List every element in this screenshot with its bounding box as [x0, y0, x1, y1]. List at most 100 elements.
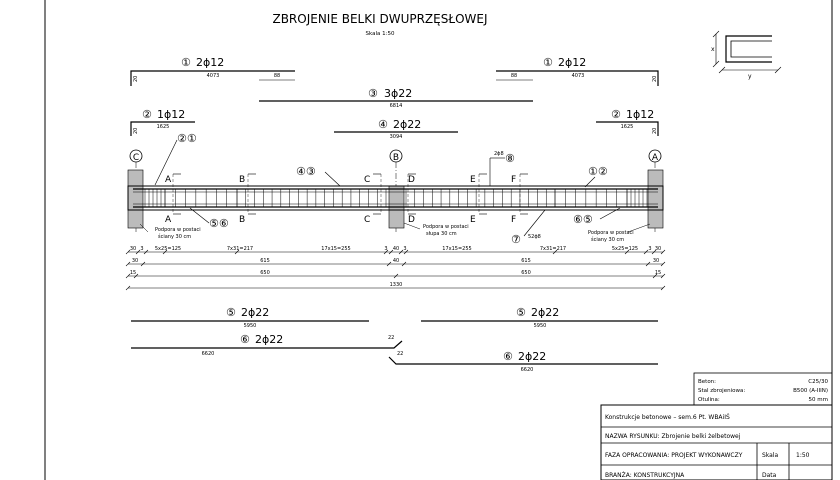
drawing-line [140, 261, 146, 267]
drawing-line [383, 249, 389, 255]
dimension-row-2: 30 615 40 615 30 [125, 258, 666, 267]
svg-text:615: 615 [260, 258, 270, 264]
steel-label: Stal zbrojeniowa: [698, 388, 745, 394]
drawing-line [388, 249, 394, 255]
section-d-top: D [408, 175, 415, 185]
section-c-bottom: C [364, 215, 370, 225]
beam-elevation [127, 169, 664, 229]
drawing-line [660, 273, 666, 279]
svg-text:3: 3 [648, 246, 651, 252]
svg-text:ściany 30 cm: ściany 30 cm [158, 233, 191, 240]
cover-value: 50 mm [809, 397, 828, 403]
bar-4-length: 3094 [390, 134, 403, 140]
bar-3: ③ 3ϕ22 6814 [259, 87, 533, 109]
drawing-line [234, 249, 240, 255]
svg-text:17x15=255: 17x15=255 [442, 246, 471, 252]
drawing-line [393, 273, 399, 279]
dimension-row-1: 30 3 5x25=125 7x31=217 17x15=255 3 40 3 … [125, 246, 666, 255]
materials-box: Beton: C25/30 Stal zbrojeniowa: B500 (A-… [693, 372, 833, 406]
svg-text:17x15=255: 17x15=255 [321, 246, 350, 252]
svg-text:615: 615 [521, 258, 531, 264]
bar-2-left: ② 1ϕ12 1625 20 [130, 108, 195, 136]
title-block-branch: BRANŻA: KONSTRUKCYJNA [605, 472, 685, 479]
bar-2-right-label: 1ϕ12 [626, 108, 654, 121]
section-c-top: C [364, 175, 370, 185]
bar-1-left-overlap: 88 [274, 73, 280, 79]
drawing-title: ZBROJENIE BELKI DWUPRZĘSŁOWEJ [272, 12, 487, 26]
svg-text:1330: 1330 [390, 282, 403, 288]
svg-text:Podpora w postaci: Podpora w postaci [155, 227, 201, 233]
svg-text:40: 40 [393, 258, 399, 264]
callout-21: ②① [177, 132, 197, 145]
section-f-top: F [511, 175, 516, 185]
drawing-line [162, 249, 168, 255]
callout-65: ⑥⑤ [573, 213, 593, 226]
svg-text:650: 650 [260, 270, 270, 276]
bar-1-left-mark: ① [181, 56, 191, 69]
bar-6-overlap-bottom: 22 [397, 351, 403, 357]
section-d-bottom: D [408, 215, 415, 225]
drawing-line [125, 261, 131, 267]
support-note-left: Podpora w postaci ściany 30 cm [139, 223, 201, 240]
title-block-scale-value: 1:50 [796, 452, 810, 459]
bar-5-right-mark: ⑤ [516, 306, 526, 319]
bar-1-right-length: 4073 [572, 73, 585, 79]
drawing-line [552, 249, 558, 255]
svg-text:15: 15 [130, 270, 136, 276]
title-block-project: Konstrukcje betonowe – sem.6 Pt. WBAiIŚ [605, 414, 730, 421]
drawing-line [133, 273, 139, 279]
title-block-drawing-name: NAZWA RYSUNKU: Zbrojenie belki żelbetowe… [605, 433, 741, 440]
support-note-mid: Podpora w postaci słupa 30 cm [403, 222, 469, 237]
svg-text:15: 15 [655, 270, 661, 276]
bar-1-right-label: 2ϕ12 [558, 56, 586, 69]
cover-label: Otulina: [698, 397, 720, 403]
bar-2-left-length: 1625 [157, 124, 170, 130]
callout-7-text: 52ϕ8 [528, 234, 541, 240]
support-left [127, 169, 144, 229]
section-b-top: B [239, 175, 245, 185]
bar-6-right-length: 6620 [521, 367, 534, 373]
title-block: Konstrukcje betonowe – sem.6 Pt. WBAiIŚ … [600, 404, 833, 480]
drawing-line [403, 249, 409, 255]
svg-text:30: 30 [130, 246, 136, 252]
callout-8: ⑧ [505, 152, 515, 165]
section-b-bottom: B [239, 215, 245, 225]
bar-4-label: 2ϕ22 [393, 118, 421, 131]
svg-text:30: 30 [653, 258, 659, 264]
bar-1-right-mark: ① [543, 56, 553, 69]
title-block-date-label: Data [762, 472, 777, 479]
drawing-line [651, 249, 657, 255]
bar-1-left: ① 2ϕ12 4073 20 88 [130, 56, 295, 86]
drawing-line [386, 261, 392, 267]
axis-a-label: A [652, 153, 659, 163]
bar-6-left: ⑥ 2ϕ22 6620 [131, 333, 403, 357]
bar-2-right-hook: 20 [652, 128, 658, 134]
stirrups [144, 189, 648, 207]
bar-1-right-overlap: 88 [511, 73, 517, 79]
drawing-line [652, 273, 658, 279]
callout-7: ⑦ [511, 233, 521, 246]
drawing-line [660, 249, 666, 255]
bar-5-left-label: 2ϕ22 [241, 306, 269, 319]
bar-2-left-hook: 20 [133, 128, 139, 134]
svg-text:3: 3 [140, 246, 143, 252]
dimension-row-4: 1330 [125, 282, 666, 291]
bar-4: ④ 2ϕ22 3094 [334, 118, 458, 140]
svg-text:7x31=217: 7x31=217 [540, 246, 566, 252]
concrete-label: Beton: [698, 379, 716, 385]
drawing-line [398, 249, 404, 255]
section-e-top: E [470, 175, 476, 185]
support-note-right: Podpora w postaci ściany 30 cm [588, 223, 651, 243]
callout-8-text: 2ϕ8 [494, 151, 504, 157]
svg-text:650: 650 [521, 270, 531, 276]
bar-5-left-length: 5950 [244, 323, 257, 329]
bar-2-right-mark: ② [611, 108, 621, 121]
dimension-row-3: 15 650 650 15 [125, 270, 666, 279]
drawing-line [135, 249, 141, 255]
callout-12: ①② [588, 165, 608, 178]
bar-6-overlap-top: 22 [388, 335, 394, 341]
section-f-bottom: F [511, 215, 516, 225]
bar-6-right-label: 2ϕ22 [518, 350, 546, 363]
